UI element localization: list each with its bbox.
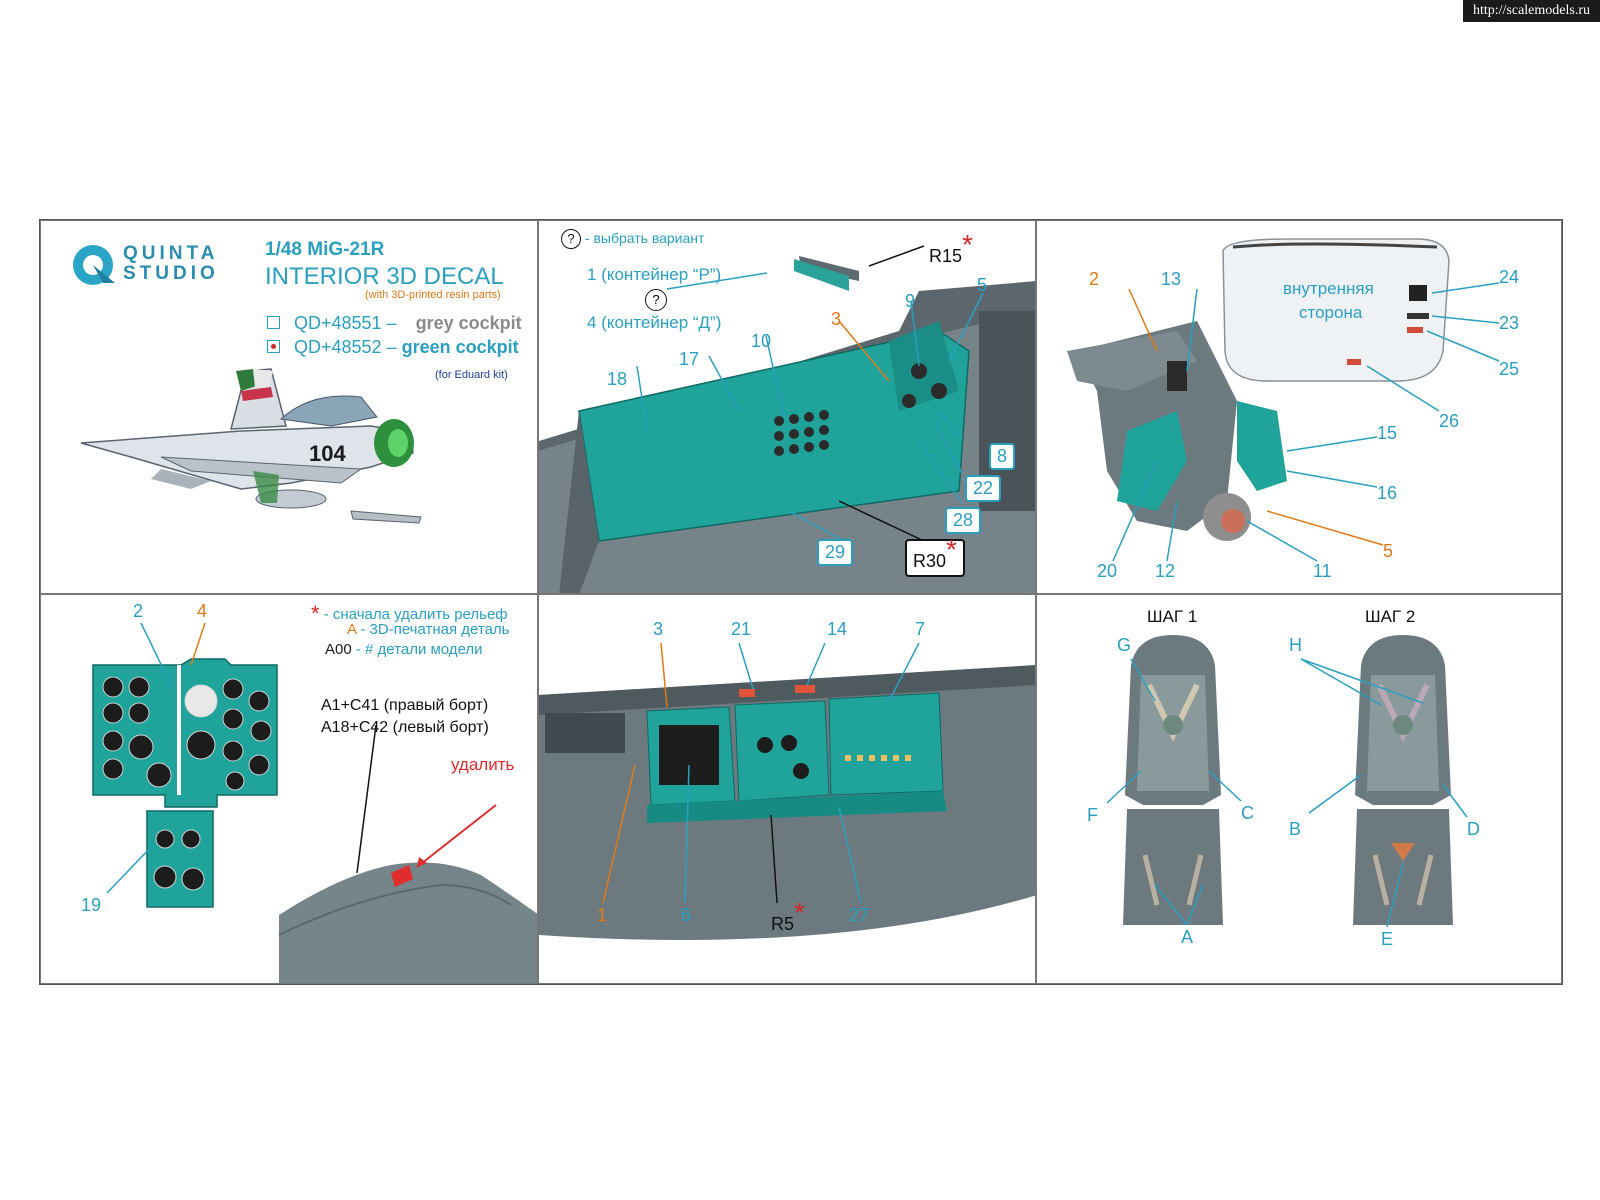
panel-right-console: 3 21 14 7 1 6 R5* 27 bbox=[538, 594, 1036, 984]
scale-title: 1/48 MiG-21R bbox=[265, 239, 385, 260]
legend-text: - выбрать вариант bbox=[584, 230, 705, 246]
label-1: 1 bbox=[597, 905, 608, 925]
label-23: 23 bbox=[1499, 313, 1520, 333]
label-B: B bbox=[1289, 819, 1302, 839]
legend-3d-part: A - 3D-печатная деталь bbox=[347, 621, 510, 638]
step-1-title: ШАГ 1 bbox=[1147, 607, 1198, 626]
label-28: 28 bbox=[945, 507, 982, 534]
panel-canopy-and-instrument-cover: внутренняя сторона 2 13 24 23 25 26 15 1… bbox=[1036, 220, 1562, 594]
step-2-title: ШАГ 2 bbox=[1365, 607, 1416, 626]
label-13: 13 bbox=[1161, 269, 1182, 289]
seat-illustration bbox=[1106, 635, 1468, 928]
label-22: 22 bbox=[965, 475, 1002, 502]
cover-illustration bbox=[1067, 238, 1500, 562]
right-console-illustration bbox=[539, 642, 1035, 940]
panel-main-instrument: 2 4 19 * - сначала удалить рельеф A - 3D… bbox=[40, 594, 538, 984]
option1-code: QD+48551 bbox=[294, 313, 382, 333]
label-10: 10 bbox=[751, 331, 772, 351]
legend-model-part: A00 - # детали модели bbox=[325, 641, 483, 658]
label-6: 6 bbox=[681, 905, 692, 925]
asterisk-icon: * bbox=[962, 229, 973, 260]
watermark[interactable]: http://scalemodels.ru bbox=[1462, 0, 1600, 22]
label-3: 3 bbox=[831, 309, 842, 329]
option1-sep: – bbox=[386, 313, 397, 333]
cockpit-side-illustration bbox=[539, 245, 1035, 593]
label-A: A bbox=[1181, 927, 1194, 947]
label-E: E bbox=[1381, 929, 1394, 949]
label-8: 8 bbox=[989, 443, 1016, 470]
checkbox-empty-icon[interactable] bbox=[267, 316, 280, 329]
label-C: C bbox=[1241, 803, 1254, 823]
label-19: 19 bbox=[81, 895, 102, 915]
logo-line-2: STUDIO bbox=[123, 263, 219, 284]
variant-2: 4 (контейнер “Д”) bbox=[587, 313, 722, 332]
canopy-text-2: сторона bbox=[1299, 303, 1363, 322]
label-R15: R15* bbox=[929, 229, 973, 266]
label-27: 27 bbox=[849, 905, 870, 925]
label-9: 9 bbox=[905, 291, 916, 311]
label-2: 2 bbox=[133, 601, 144, 621]
label-D: D bbox=[1467, 819, 1480, 839]
label-25: 25 bbox=[1499, 359, 1520, 379]
asterisk-icon: * bbox=[794, 897, 805, 928]
quinta-logo-icon bbox=[73, 245, 115, 285]
product-title: INTERIOR 3D DECAL bbox=[265, 263, 504, 290]
seat-step2 bbox=[1353, 635, 1453, 925]
asterisk-icon: * bbox=[311, 601, 320, 626]
label-26: 26 bbox=[1439, 411, 1460, 431]
instrument-panel-illustration bbox=[92, 622, 537, 983]
variant-legend: ? - выбрать вариант bbox=[561, 229, 704, 249]
label-F: F bbox=[1087, 805, 1098, 825]
canopy-text-1: внутренняя bbox=[1283, 279, 1374, 298]
note-left-side: A18+C42 (левый борт) bbox=[321, 719, 489, 736]
label-4: 4 bbox=[197, 601, 208, 621]
label-R5: R5* bbox=[771, 897, 805, 934]
option2-code: QD+48552 bbox=[294, 337, 382, 357]
label-H: H bbox=[1289, 635, 1302, 655]
label-12: 12 bbox=[1155, 561, 1176, 581]
tail-number: 104 bbox=[309, 441, 346, 466]
asterisk-icon: * bbox=[946, 534, 957, 565]
label-18: 18 bbox=[607, 369, 628, 389]
label-11: 11 bbox=[1313, 561, 1332, 581]
note-right-side: A1+C41 (правый борт) bbox=[321, 697, 489, 714]
label-17: 17 bbox=[679, 349, 700, 369]
kit-note: (for Eduard kit) bbox=[435, 369, 508, 381]
label-29: 29 bbox=[817, 539, 854, 566]
label-7: 7 bbox=[915, 619, 926, 639]
seat-step1 bbox=[1123, 635, 1223, 925]
panel-seat-steps: ШАГ 1 ШАГ 2 G F C A H B D E bbox=[1036, 594, 1562, 984]
label-15: 15 bbox=[1377, 423, 1398, 443]
aircraft-illustration: 104 bbox=[73, 245, 422, 524]
label-R30: R30* bbox=[905, 534, 965, 577]
legend-relief: * - сначала удалить рельеф bbox=[311, 601, 508, 626]
option-green: QD+48552 – green cockpit bbox=[267, 337, 519, 358]
mig21-drawing: 104 bbox=[80, 368, 422, 524]
panel-left-console-top: ? - выбрать вариант 1 (контейнер “Р”) ? … bbox=[538, 220, 1036, 594]
label-G: G bbox=[1117, 635, 1132, 655]
logo-line-1: QUINTA bbox=[123, 243, 219, 264]
panel-title: 104 QUINTA STUDIO 1/48 MiG-21R INTERIOR … bbox=[40, 220, 538, 594]
label-2: 2 bbox=[1089, 269, 1100, 289]
question-icon: ? bbox=[645, 289, 667, 311]
label-14: 14 bbox=[827, 619, 848, 639]
option-grey: QD+48551 – grey cockpit bbox=[267, 313, 522, 334]
option1-desc: grey cockpit bbox=[415, 313, 522, 333]
label-16: 16 bbox=[1377, 483, 1398, 503]
option2-desc: green cockpit bbox=[401, 337, 519, 357]
product-subtitle: (with 3D-printed resin parts) bbox=[365, 289, 501, 301]
label-24: 24 bbox=[1499, 267, 1520, 287]
variant-1: 1 (контейнер “Р”) bbox=[587, 265, 722, 284]
label-21: 21 bbox=[731, 619, 752, 639]
option2-sep: – bbox=[386, 337, 397, 357]
question-icon: ? bbox=[561, 229, 581, 249]
label-3: 3 bbox=[653, 619, 664, 639]
label-5: 5 bbox=[977, 275, 988, 295]
checkbox-checked-icon[interactable] bbox=[267, 340, 280, 353]
label-5-orange: 5 bbox=[1383, 541, 1394, 561]
label-20: 20 bbox=[1097, 561, 1118, 581]
instruction-sheet: 104 QUINTA STUDIO 1/48 MiG-21R INTERIOR … bbox=[39, 219, 1563, 985]
remove-label: удалить bbox=[451, 755, 515, 774]
